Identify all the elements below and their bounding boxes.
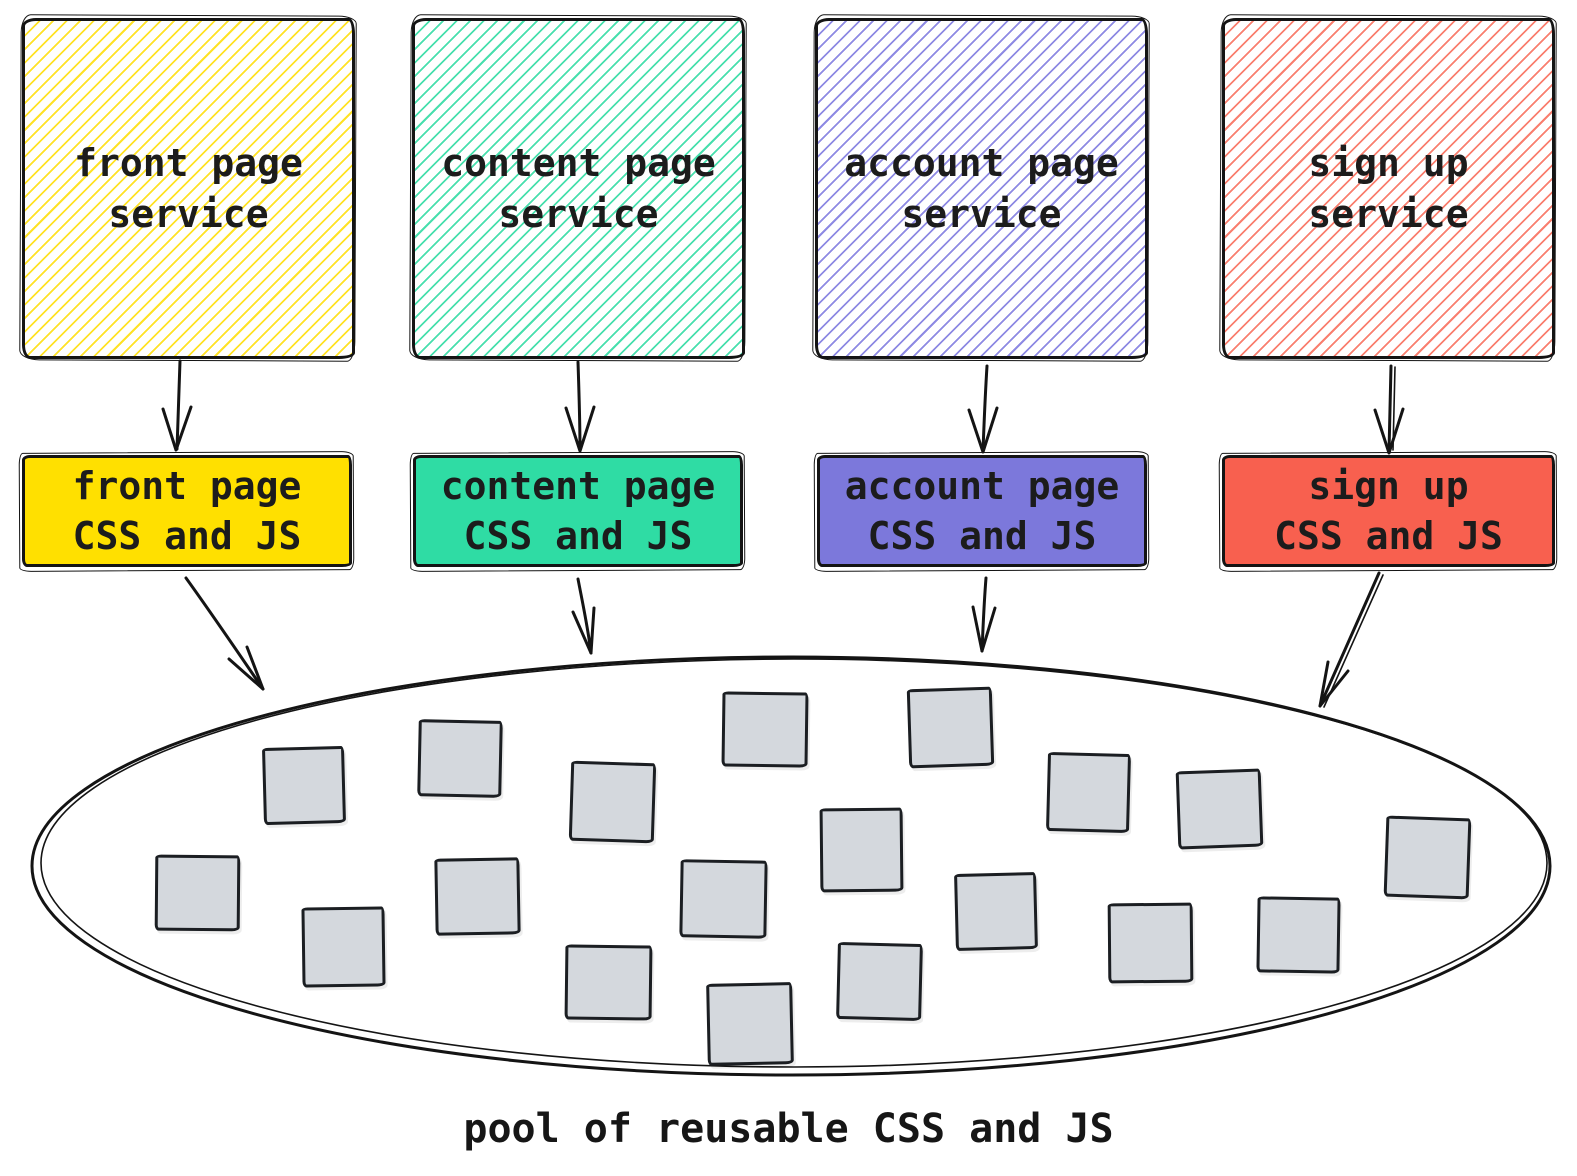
css-js-rect-account-page: account page CSS and JS bbox=[817, 455, 1147, 567]
css-js-rect-label: account page CSS and JS bbox=[844, 463, 1120, 558]
arrow-front-service-head-icon bbox=[161, 405, 193, 452]
service-box-front-page: front page service bbox=[22, 18, 355, 359]
arrow-signup-css-to-pool bbox=[1318, 571, 1381, 708]
pool-square bbox=[819, 807, 904, 893]
pool-caption: pool of reusable CSS and JS bbox=[463, 1106, 1114, 1152]
arrow-content-css-head-icon bbox=[571, 606, 596, 655]
css-js-rect-front-page: front page CSS and JS bbox=[22, 455, 352, 567]
pool-square bbox=[1045, 751, 1132, 834]
pool-square bbox=[417, 719, 503, 798]
pool-square bbox=[1383, 815, 1472, 900]
service-box-account-page: account page service bbox=[815, 18, 1148, 359]
pool-square bbox=[301, 906, 386, 988]
pool-square bbox=[721, 691, 809, 768]
service-box-label: account page service bbox=[844, 141, 1119, 236]
css-js-rect-label: front page CSS and JS bbox=[72, 463, 302, 558]
arrow-signup-css-head-icon bbox=[1318, 660, 1350, 708]
service-box-label: sign up service bbox=[1308, 141, 1469, 236]
service-box-content-page: content page service bbox=[412, 18, 745, 359]
service-box-label: content page service bbox=[441, 141, 716, 236]
css-js-rect-label: content page CSS and JS bbox=[440, 463, 716, 558]
css-js-rect-sign-up: sign up CSS and JS bbox=[1222, 455, 1555, 567]
arrow-account-css-to-pool bbox=[980, 576, 988, 653]
pool-square bbox=[954, 872, 1038, 951]
service-box-label: front page service bbox=[74, 141, 303, 236]
pool-ellipse-sketch bbox=[40, 658, 1548, 1068]
pool-square bbox=[836, 941, 923, 1022]
arrow-account-service-head-icon bbox=[967, 406, 999, 454]
arrow-front-service-to-css bbox=[175, 359, 182, 451]
arrow-account-css-head-icon bbox=[971, 605, 997, 653]
css-js-rect-label: sign up CSS and JS bbox=[1274, 463, 1503, 558]
arrow-front-css-head-icon bbox=[227, 645, 265, 691]
arrow-front-css-to-pool bbox=[184, 576, 265, 691]
arrow-content-service-to-css bbox=[576, 360, 582, 452]
pool-square bbox=[434, 857, 521, 936]
arrow-content-service-head-icon bbox=[564, 405, 596, 453]
pool-square bbox=[1175, 768, 1264, 850]
arrow-signup-service-to-css bbox=[1387, 364, 1393, 454]
pool-square bbox=[1107, 902, 1194, 984]
css-js-rect-content-page: content page CSS and JS bbox=[413, 455, 743, 567]
pool-square bbox=[262, 745, 346, 826]
pool-square bbox=[906, 686, 995, 769]
arrow-signup-service-head-icon bbox=[1373, 407, 1405, 455]
pool-ellipse bbox=[30, 655, 1552, 1077]
pool-square bbox=[1256, 896, 1341, 974]
pool-square bbox=[706, 982, 794, 1066]
pool-square bbox=[568, 760, 657, 844]
pool-square bbox=[679, 859, 768, 939]
pool-square bbox=[154, 854, 241, 932]
pool-square bbox=[564, 944, 653, 1021]
arrow-signup-css-sketch bbox=[1323, 574, 1384, 708]
service-box-sign-up: sign up service bbox=[1222, 18, 1555, 359]
arrow-account-service-to-css bbox=[981, 364, 989, 453]
